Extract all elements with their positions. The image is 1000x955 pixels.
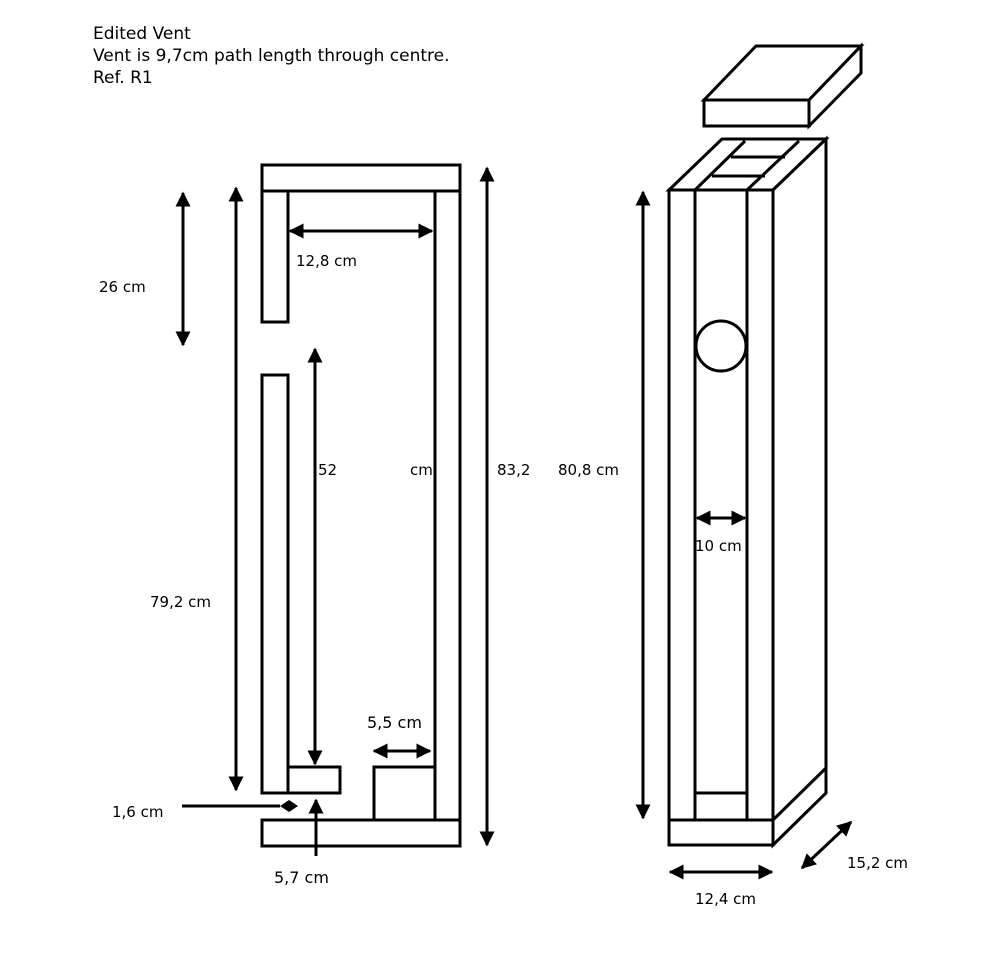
height-label: 80,8 cm — [558, 461, 619, 479]
top-slot-height-label: 26 cm — [99, 278, 146, 296]
upper-left-wall — [260, 189, 290, 324]
vent-gap-pointer-head — [280, 800, 298, 812]
lower-left-wall — [260, 373, 290, 795]
vent-wall-height-label: 79,2 cm — [150, 593, 211, 611]
cabinet-side — [771, 135, 828, 849]
inner-height-label-value: 52 — [318, 461, 337, 479]
lid-front — [702, 98, 811, 128]
inner-width-label: 12,8 cm — [296, 252, 357, 270]
path-length-note: Vent is 9,7cm path length through centre… — [93, 46, 450, 66]
port-hole — [694, 319, 748, 373]
section-view: 26 cm 12,8 cm 52 cm 83,2 79,2 cm 5,5 cm … — [99, 163, 530, 887]
block-width-label: 5,5 cm — [367, 713, 422, 732]
depth-label: 15,2 cm — [847, 854, 908, 872]
inner-height-label-unit: cm — [410, 461, 433, 479]
outer-height-label: 83,2 — [497, 461, 530, 479]
bottom-panel — [260, 818, 462, 848]
perspective-view: 80,8 cm 10 cm 12,4 cm 15,2 cm — [558, 42, 908, 908]
vent-lip — [286, 765, 342, 795]
vent-width-label: 5,7 cm — [274, 868, 329, 887]
vent-gap-label: 1,6 cm — [112, 803, 163, 821]
base-block — [372, 765, 437, 822]
top-panel — [260, 163, 462, 193]
reference-note: Ref. R1 — [93, 68, 153, 88]
top-slot-edge-left — [693, 139, 747, 192]
drawing-title: Edited Vent — [93, 24, 191, 44]
top-slot-edge-right — [745, 139, 801, 192]
slot-width-label: 10 cm — [695, 537, 742, 555]
depth-dimension-arrow — [800, 820, 853, 870]
base-plinth-side-line — [771, 766, 828, 822]
base-width-label: 12,4 cm — [695, 890, 756, 908]
right-wall — [433, 189, 462, 822]
